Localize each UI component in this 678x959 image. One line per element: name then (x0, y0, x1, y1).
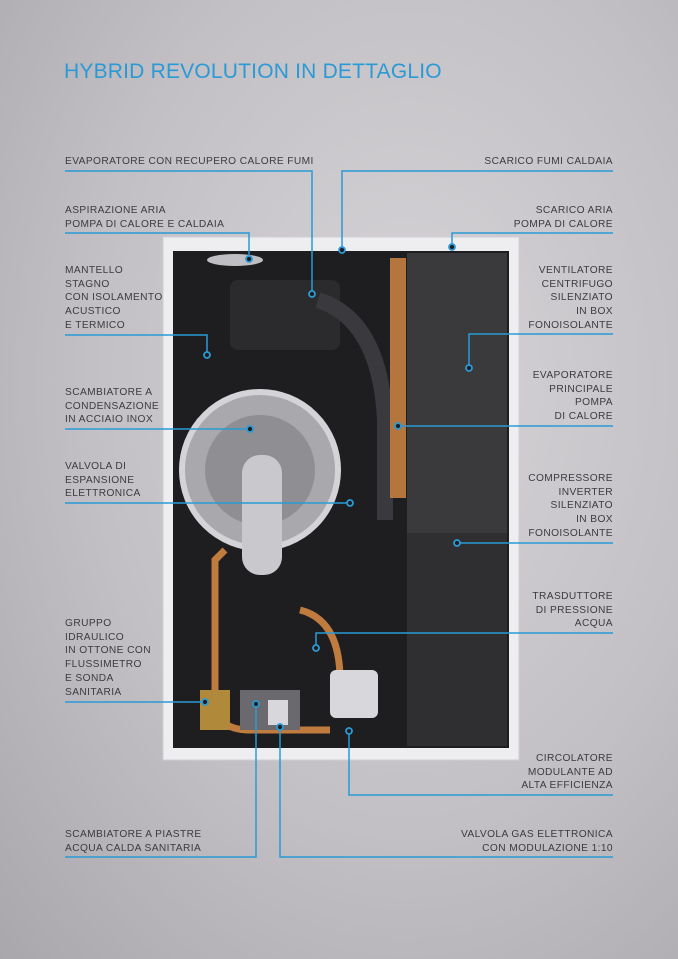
label-compressore: COMPRESSORE INVERTER SILENZIATO IN BOX F… (528, 473, 613, 539)
label-ventilatore: VENTILATORE CENTRIFUGO SILENZIATO IN BOX… (528, 265, 613, 331)
label-evaporatore-principale: EVAPORATORE PRINCIPALE POMPA DI CALORE (532, 370, 613, 423)
gas-valve (268, 700, 288, 725)
label-mantello-stagno: MANTELLO STAGNO CON ISOLAMENTO ACUSTICO … (65, 265, 163, 331)
label-scarico-aria: SCARICO ARIA POMPA DI CALORE (513, 205, 613, 230)
label-valvola-espansione: VALVOLA DI ESPANSIONE ELETTRONICA (65, 461, 141, 500)
label-gruppo-idraulico: GRUPPO IDRAULICO IN OTTONE CON FLUSSIMET… (65, 618, 151, 698)
label-trasduttore: TRASDUTTORE DI PRESSIONE ACQUA (532, 591, 613, 630)
label-scambiatore-piastre: SCAMBIATORE A PIASTRE ACQUA CALDA SANITA… (65, 829, 202, 854)
circulator-pump (330, 670, 378, 718)
compressor-box (407, 533, 507, 746)
copper-coil (390, 258, 406, 498)
heat-pump-box (407, 253, 507, 533)
page-title: HYBRID REVOLUTION IN DETTAGLIO (64, 60, 442, 83)
label-evaporatore-recupero: EVAPORATORE CON RECUPERO CALORE FUMI (65, 156, 314, 167)
label-circolatore: CIRCOLATORE MODULANTE AD ALTA EFFICIENZA (521, 753, 613, 792)
label-valvola-gas: VALVOLA GAS ELETTRONICA CON MODULAZIONE … (460, 829, 613, 854)
brass-group (200, 690, 230, 730)
label-scarico-fumi: SCARICO FUMI CALDAIA (484, 156, 613, 167)
label-scambiatore-condensazione: SCAMBIATORE A CONDENSAZIONE IN ACCIAIO I… (65, 387, 160, 426)
label-aspirazione-aria: ASPIRAZIONE ARIA POMPA DI CALORE E CALDA… (65, 205, 225, 230)
